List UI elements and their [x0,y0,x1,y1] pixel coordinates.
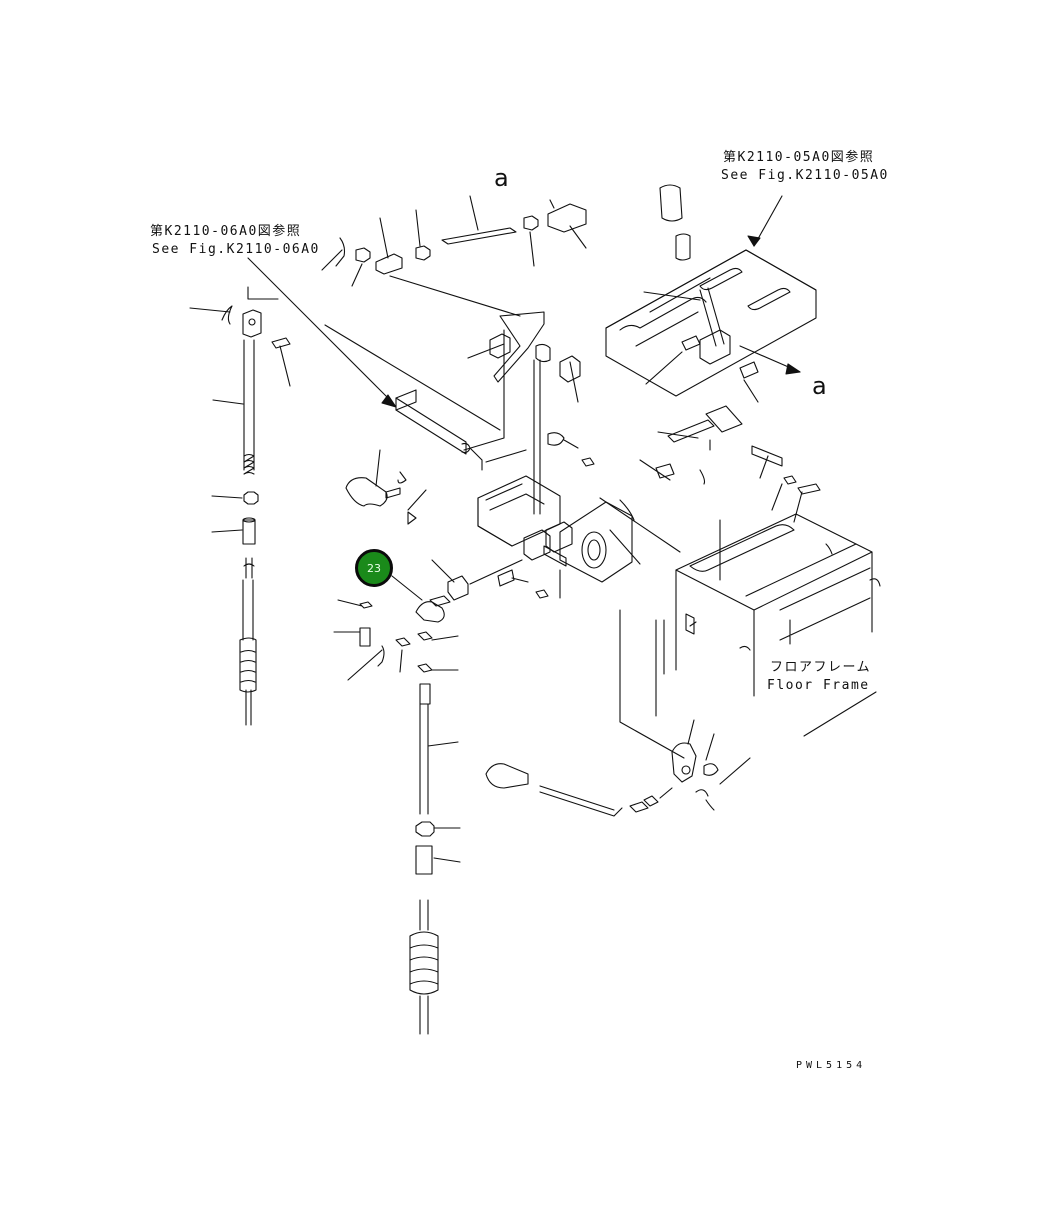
part-callout-23[interactable]: 23 [355,549,393,587]
ref-left-en: See Fig.K2110-06A0 [152,242,320,257]
floor-frame [663,513,881,737]
pedal-plate-assembly [467,184,817,403]
drawing-code: PWL5154 [796,1060,867,1071]
floor-frame-jp: フロアフレーム [770,660,872,675]
marker-a-right: a [812,372,827,400]
central-cable-assembly [333,575,461,1035]
lower-link-assembly [485,609,751,817]
marker-a-top: a [494,164,509,192]
ref-left-jp: 第K2110-06A0図参照 [150,224,302,239]
central-lever-body [345,311,821,601]
floor-frame-en: Floor Frame [767,678,870,693]
top-hardware-row [321,195,587,317]
left-cable-assembly [189,305,291,726]
reference-leaders-left [247,257,501,431]
ref-top-right-en: See Fig.K2110-05A0 [721,168,889,183]
ref-top-right-jp: 第K2110-05A0図参照 [723,150,875,165]
